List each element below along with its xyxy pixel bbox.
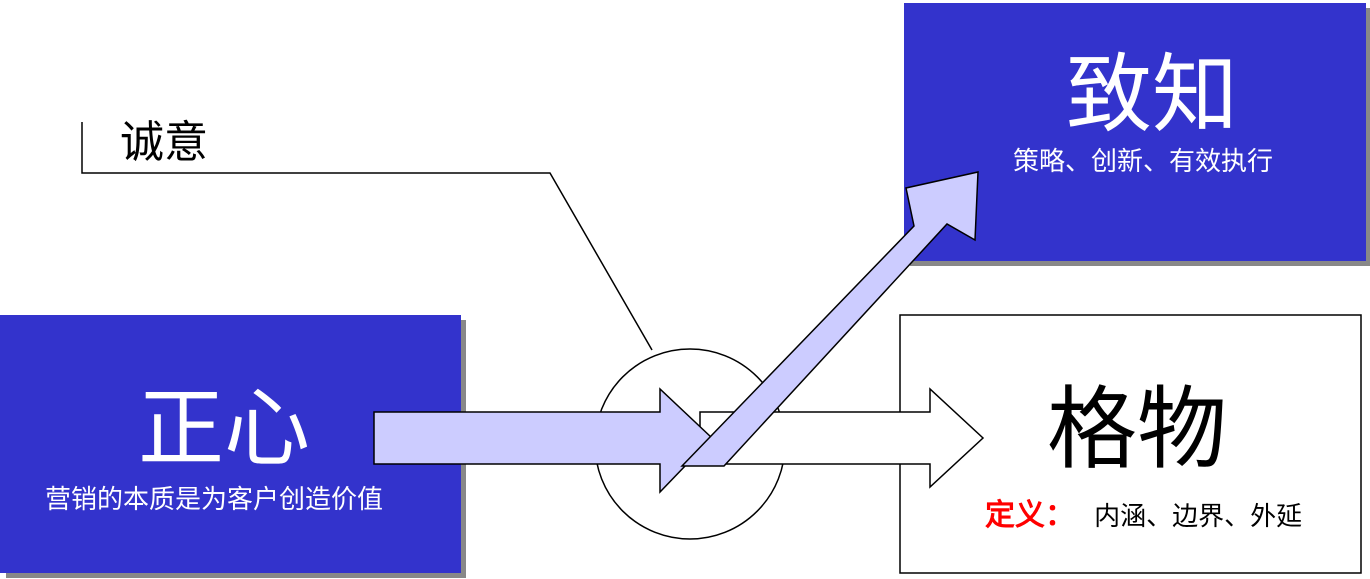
zhengxin-title: 正心	[138, 379, 310, 479]
gewu-definition: 定义： 内涵、边界、外延	[985, 498, 1302, 533]
gewu-title: 格物	[1047, 377, 1227, 482]
gewu-definition-text: 内涵、边界、外延	[1094, 502, 1302, 532]
gewu-definition-label: 定义：	[985, 498, 1075, 533]
zhizhi-title: 致知	[1066, 45, 1238, 145]
arrow-to-zhizhi	[680, 171, 979, 467]
zhengxin-subtitle: 营销的本质是为客户创造价值	[45, 485, 383, 515]
zhizhi-subtitle: 策略、创新、有效执行	[1013, 147, 1273, 177]
zhizhi-box	[904, 3, 1366, 261]
chengyi-label: 诚意	[120, 117, 208, 168]
chengyi-callout-line	[81, 122, 653, 351]
